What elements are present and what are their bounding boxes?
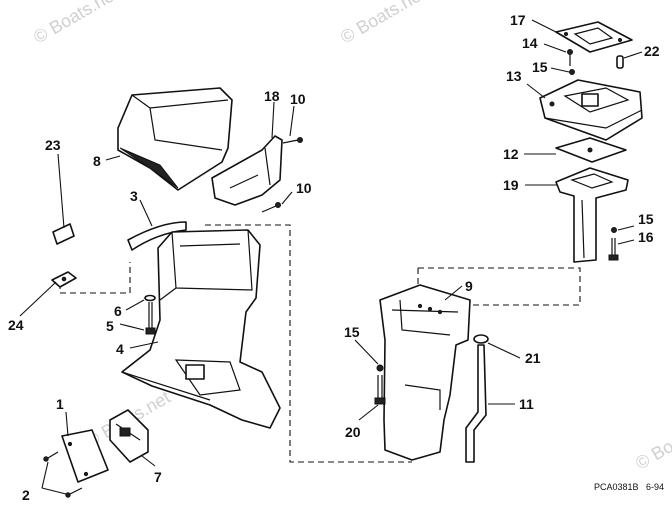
water-tube-part — [465, 344, 487, 463]
callout-4: 4 — [116, 341, 124, 357]
callout-14: 14 — [522, 35, 538, 51]
screw-part — [65, 487, 83, 498]
assembly-line — [205, 224, 412, 463]
screw-part — [43, 451, 59, 462]
bolt-part — [608, 238, 619, 261]
assembly-line — [59, 262, 131, 294]
upper-cover-part — [117, 87, 233, 191]
watermark: © Boats.net — [632, 409, 672, 473]
watermark: © Boats.net — [337, 0, 429, 47]
top-plate-part — [555, 21, 633, 53]
callout-7: 7 — [154, 469, 162, 485]
callout-24: 24 — [8, 317, 24, 333]
seal-strip-part — [127, 221, 187, 251]
exhaust-housing-part — [121, 229, 281, 429]
gasket-block-part — [109, 409, 149, 463]
inner-exhaust-housing-part — [379, 284, 471, 461]
gasket-part — [555, 137, 627, 163]
screw-part — [282, 137, 303, 144]
callout-15b: 15 — [344, 324, 360, 340]
tube-grommet-part — [473, 334, 489, 344]
callout-13: 13 — [506, 68, 522, 84]
washer-part — [611, 227, 617, 233]
callout-1: 1 — [56, 396, 64, 412]
callout-16: 16 — [638, 229, 654, 245]
callout-9: 9 — [465, 278, 473, 294]
callout-22: 22 — [644, 43, 660, 59]
washer-part — [144, 294, 156, 302]
callout-17: 17 — [510, 12, 526, 28]
callout-11: 11 — [519, 396, 534, 412]
screw-part — [261, 202, 281, 213]
callout-3: 3 — [130, 188, 138, 204]
cover-plate-part — [61, 429, 109, 483]
callout-8: 8 — [93, 153, 101, 169]
callout-21: 21 — [525, 350, 541, 366]
adapter-part — [539, 79, 643, 141]
callout-19: 19 — [503, 177, 519, 193]
callout-6: 6 — [114, 303, 122, 319]
bolt-part — [374, 375, 386, 405]
callout-15c: 15 — [638, 211, 654, 227]
exhaust-tube-part — [555, 167, 629, 263]
drawing-code: PCA0381B — [594, 482, 639, 492]
bracket-part — [211, 135, 283, 206]
drawing-date: 6-94 — [646, 482, 664, 492]
grommet-part — [51, 271, 77, 288]
watermark: © Boats.net — [30, 0, 122, 47]
callout-2: 2 — [22, 487, 30, 503]
callout-23: 23 — [45, 137, 61, 153]
washer-part — [376, 364, 384, 372]
washer-part — [569, 69, 575, 75]
callout-15a: 15 — [532, 59, 548, 75]
screw-part — [567, 49, 573, 66]
callout-10a: 10 — [290, 91, 306, 107]
callout-10b: 10 — [296, 180, 312, 196]
callout-20: 20 — [345, 424, 361, 440]
callout-12: 12 — [503, 146, 519, 162]
leader-lines — [19, 19, 643, 495]
callout-5: 5 — [106, 318, 114, 334]
dowel-pin-part — [616, 55, 624, 69]
assembly-line — [418, 267, 581, 306]
callout-18: 18 — [264, 88, 280, 104]
bolt-part — [145, 302, 156, 335]
